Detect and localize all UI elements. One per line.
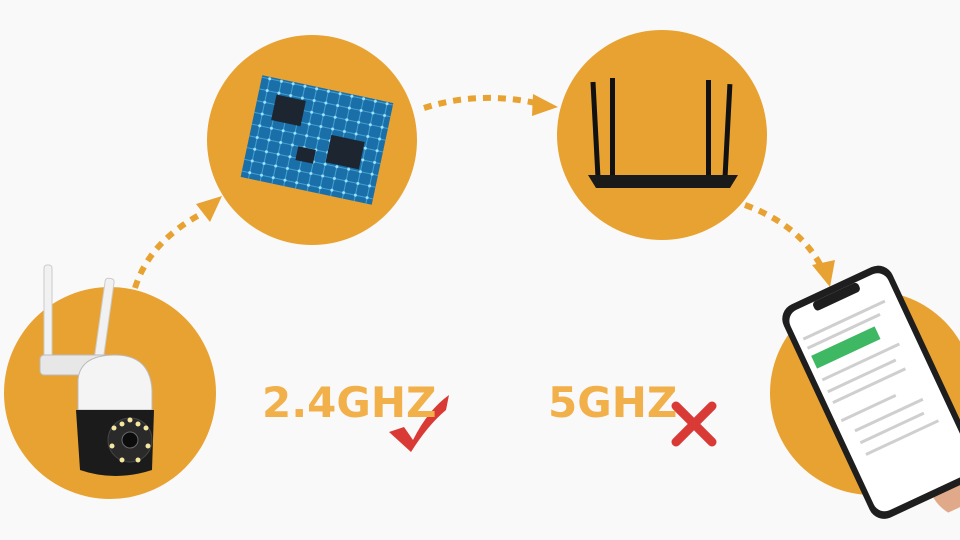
- band-5ghz-label: 5GHZ: [548, 378, 678, 427]
- router-node-circle: [557, 30, 767, 240]
- arrow-camera-to-chip: [132, 209, 207, 289]
- camera-image: [39, 264, 154, 476]
- arrow-router-to-phone: [743, 202, 825, 270]
- band-24ghz-label: 2.4GHZ: [262, 378, 437, 427]
- arrowhead-icon: [196, 196, 222, 222]
- arrowhead-icon: [532, 94, 558, 116]
- phone-image: [782, 265, 960, 519]
- check-icon: [389, 395, 449, 452]
- arrowhead-icon: [812, 260, 835, 287]
- arrow-chip-to-router: [423, 94, 541, 111]
- circuit-board-image: [240, 75, 394, 205]
- router-image: [588, 78, 738, 188]
- cross-icon: [671, 401, 717, 447]
